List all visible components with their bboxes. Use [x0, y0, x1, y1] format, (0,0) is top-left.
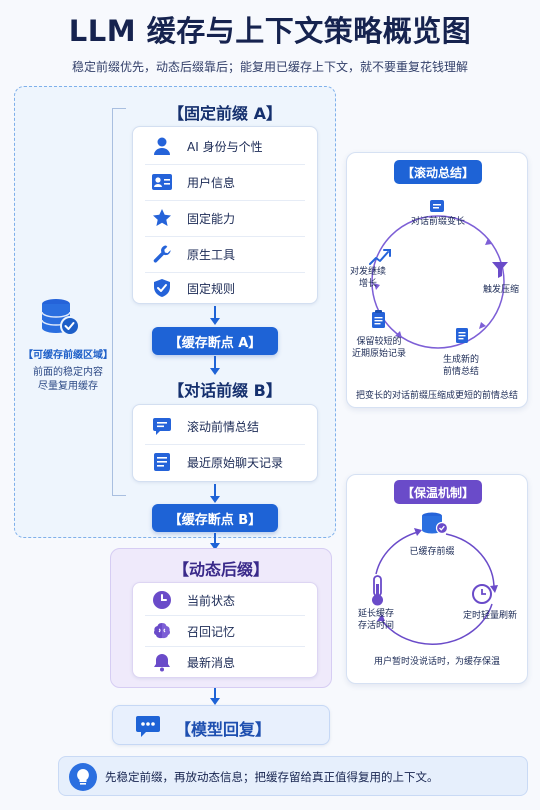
rolling-summary-card: [346, 152, 528, 408]
tip-bar: 先稳定前缀，再放动态信息；把缓存留给真正值得复用的上下文。: [58, 756, 528, 796]
rolling-summary-cycle-diagram: [369, 200, 508, 349]
node-new-summary-line1: 生成新的: [442, 355, 479, 365]
node-new-summary-line2: 前情总结: [442, 367, 479, 377]
rolling-summary-caption: 把变长的对话前缀压缩成更短的前情总结: [355, 391, 518, 401]
node-prefix-grows: 对话前缀变长: [410, 217, 465, 227]
item-label: 最新消息: [187, 655, 236, 670]
model-reply-box: 【模型回复】: [112, 705, 330, 745]
list-item: 滚动前情总结: [133, 409, 317, 443]
lightbulb-icon: [69, 763, 97, 791]
item-label: 最近原始聊天记录: [187, 455, 284, 470]
page-subtitle: 稳定前缀优先，动态后缀靠后；能复用已缓存上下文，就不要重复花钱理解: [71, 60, 468, 74]
keep-warm-card: [346, 474, 528, 684]
item-label: 固定能力: [187, 211, 236, 226]
chat-bubble-icon: [135, 714, 161, 742]
node-periodic-refresh: 定时轻量刷新: [462, 611, 517, 621]
person-icon: [151, 135, 173, 157]
cache-zone-desc-line2: 尽量复用缓存: [38, 381, 98, 392]
fixed-prefix-card: AI 身份与个性 用户信息 固定能力 原生工具 固定规则: [132, 126, 318, 304]
page-title: LLM 缓存与上下文策略概览图: [68, 14, 472, 48]
database-check-icon: [41, 299, 80, 336]
shield-check-icon: [151, 277, 173, 299]
node-keep-recent-line2: 近期原始记录: [351, 349, 406, 359]
prefix-bracket: [112, 108, 126, 496]
cache-zone-desc-line1: 前面的稳定内容: [33, 367, 103, 378]
document-icon: [151, 451, 173, 473]
flow-arrow: [210, 306, 220, 325]
star-icon: [151, 207, 173, 229]
list-item: 最新消息: [133, 647, 317, 677]
keep-warm-cycle-diagram: [372, 512, 498, 645]
node-extend-ttl-line1: 延长缓存: [357, 609, 394, 619]
list-item: 原生工具: [133, 237, 317, 271]
cache-zone-description: 前面的稳定内容 尽量复用缓存: [18, 366, 118, 394]
cache-breakpoint-b: 【缓存断点 B】: [152, 504, 278, 532]
item-label: 滚动前情总结: [187, 419, 260, 434]
node-extend-ttl-line2: 存活时间: [357, 621, 394, 631]
cache-breakpoint-a: 【缓存断点 A】: [152, 327, 278, 355]
flow-arrow: [210, 533, 220, 550]
list-item: 固定规则: [133, 271, 317, 305]
item-label: 原生工具: [187, 247, 236, 262]
id-card-icon: [151, 171, 173, 193]
list-item: 用户信息: [133, 165, 317, 199]
conversation-prefix-title: 【对话前缀 B】: [168, 381, 282, 400]
list-item: 召回记忆: [133, 616, 317, 646]
item-label: 固定规则: [187, 281, 236, 296]
node-trigger-compress: 触发压缩: [482, 285, 519, 295]
node-keep-recent: 保留较短的 近期原始记录: [346, 336, 412, 360]
item-label: 当前状态: [187, 593, 236, 608]
clock-icon: [151, 589, 173, 611]
flow-arrow: [210, 484, 220, 503]
list-item: 当前状态: [133, 585, 317, 615]
node-keep-growing-line2: 增长: [358, 279, 377, 289]
tip-text: 先稳定前缀，再放动态信息；把缓存留给真正值得复用的上下文。: [105, 770, 439, 784]
rolling-summary-tag: 【滚动总结】: [394, 160, 482, 184]
node-keep-recent-line1: 保留较短的: [356, 337, 402, 347]
wrench-icon: [151, 243, 173, 265]
chat-icon: [151, 415, 173, 437]
node-extend-ttl: 延长缓存 存活时间: [350, 608, 402, 632]
list-item: 固定能力: [133, 201, 317, 235]
node-cached-prefix: 已缓存前缀: [409, 547, 455, 557]
bell-icon: [151, 651, 173, 673]
dynamic-suffix-card: 当前状态 召回记忆 最新消息: [132, 582, 318, 678]
item-label: 召回记忆: [187, 624, 236, 639]
item-label: AI 身份与个性: [187, 139, 263, 154]
flow-arrow: [210, 688, 220, 705]
node-keep-growing-line1: 对发继续: [349, 267, 386, 277]
list-item: AI 身份与个性: [133, 129, 317, 163]
cache-zone-label: 【可缓存前缀区域】: [23, 350, 113, 361]
keep-warm-caption: 用户暂时没说话时，为缓存保温: [373, 657, 500, 667]
keep-warm-tag: 【保温机制】: [394, 480, 482, 504]
list-item: 最近原始聊天记录: [133, 445, 317, 479]
conversation-prefix-card: 滚动前情总结 最近原始聊天记录: [132, 404, 318, 482]
node-keep-growing: 对发继续 增长: [346, 266, 390, 290]
brain-icon: [151, 620, 173, 642]
model-reply-label: 【模型回复】: [175, 720, 272, 739]
dynamic-suffix-title: 【动态后缀】: [172, 560, 269, 579]
flow-arrow: [210, 356, 220, 375]
item-label: 用户信息: [187, 175, 236, 190]
fixed-prefix-title: 【固定前缀 A】: [168, 104, 282, 123]
node-new-summary: 生成新的 前情总结: [436, 354, 486, 378]
